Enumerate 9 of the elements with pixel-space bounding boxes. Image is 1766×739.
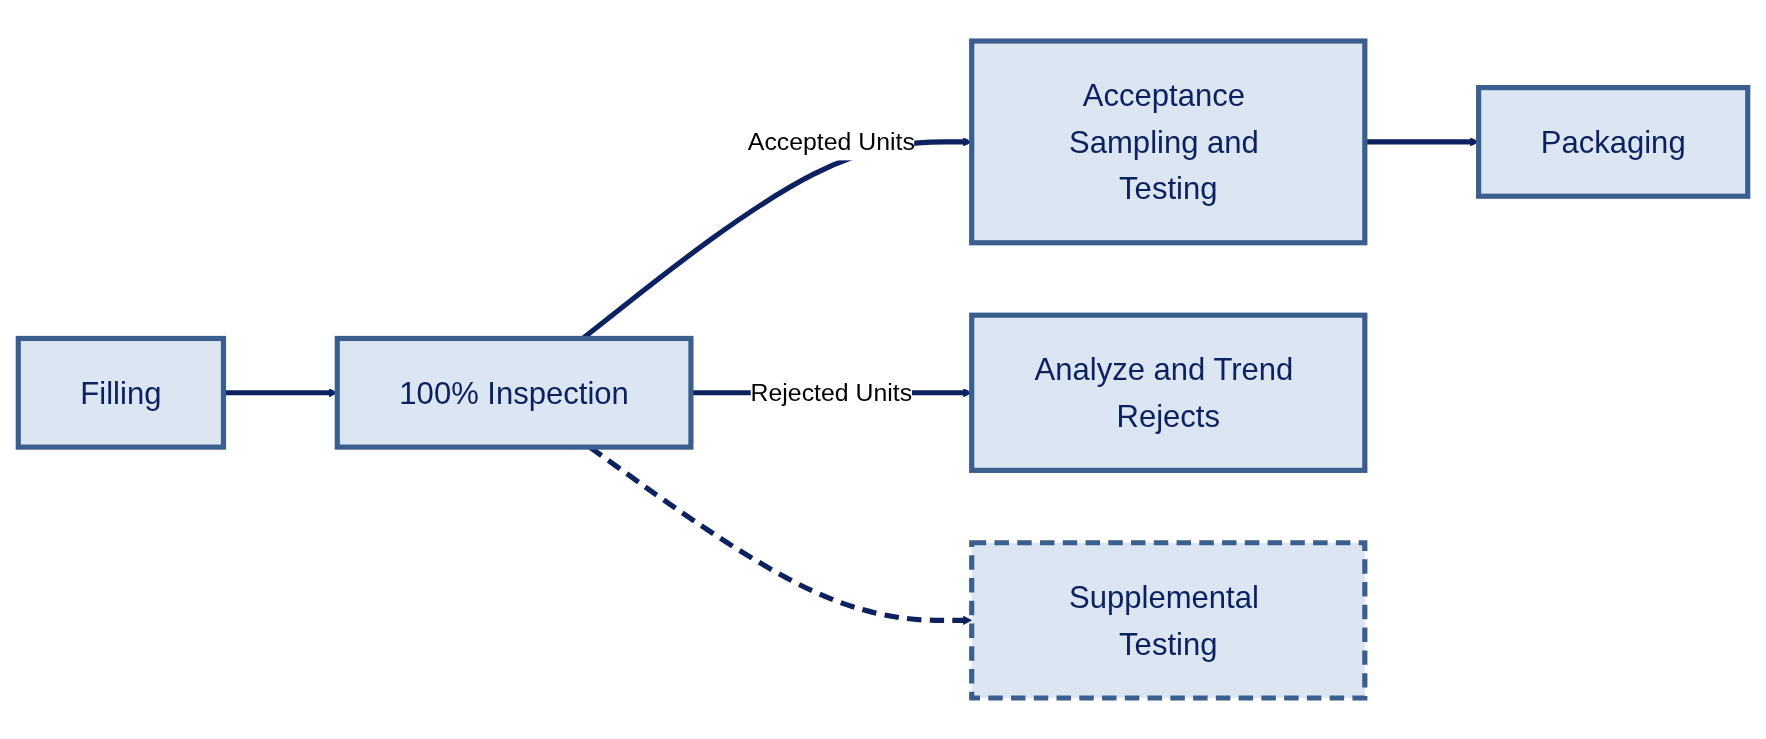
node-box: 100% Inspection <box>334 335 694 450</box>
arrow <box>223 388 338 398</box>
node-box: Acceptance Sampling and Testing <box>969 38 1368 246</box>
node-box: Analyze and Trend Rejects <box>969 312 1368 473</box>
edge-label: Accepted Units <box>747 127 915 156</box>
edge-label: Rejected Units <box>750 378 913 407</box>
node-box: Filling <box>15 335 227 450</box>
node-box: Supplemental Testing <box>969 540 1368 701</box>
node-box: Packaging <box>1476 85 1751 199</box>
